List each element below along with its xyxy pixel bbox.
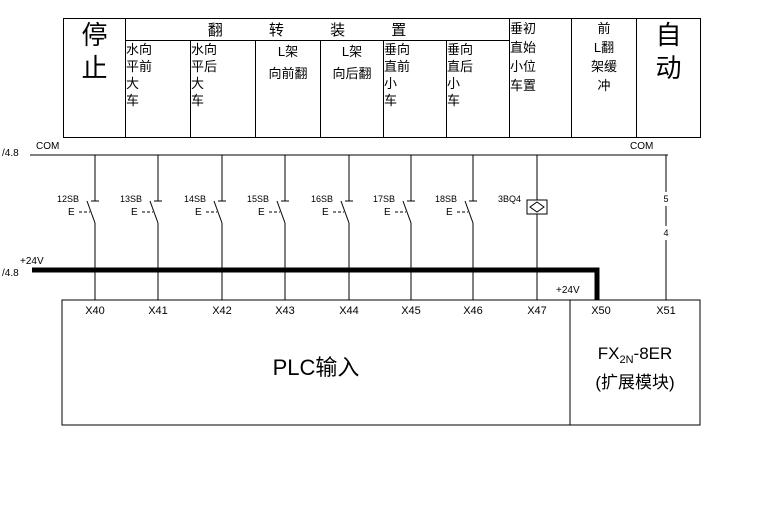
pushbutton-switch-14sb: E bbox=[195, 155, 226, 300]
pushbutton-switch-12sb: E bbox=[68, 155, 99, 300]
connector-pin-number: 5 bbox=[663, 194, 668, 204]
com-rail-label-right: COM bbox=[630, 141, 654, 152]
auto-cell: 自 动 bbox=[636, 18, 701, 138]
terminal-x50: X50 bbox=[591, 305, 611, 317]
switch-label-3bq4: 3BQ4 bbox=[497, 194, 521, 204]
pushbutton-operator-icon: E bbox=[68, 207, 75, 218]
signal-table: 停 止 翻 转 装 置 垂初 直始 小位 车置 前 L翻 架缓 冲 自 动 水向… bbox=[63, 18, 701, 138]
terminal-x40: X40 bbox=[85, 305, 105, 317]
v24-supply-line bbox=[32, 267, 600, 300]
switch-label-14sb: 14SB bbox=[183, 194, 206, 204]
sheet-ref-com: /4.8 bbox=[2, 148, 19, 159]
switch-label-13sb: 13SB bbox=[119, 194, 142, 204]
switch-label-17sb: 17SB bbox=[372, 194, 395, 204]
sheet-ref-24v: /4.8 bbox=[2, 268, 19, 279]
switch-label-18sb: 18SB bbox=[434, 194, 457, 204]
stop-label-cell: 停 止 bbox=[63, 18, 126, 138]
vert-cart-forward-cell: 垂向 直前 小 车 bbox=[383, 40, 447, 138]
com-rail-label-left: COM bbox=[36, 141, 60, 152]
pushbutton-switch-13sb: E bbox=[131, 155, 162, 300]
terminal-x43: X43 bbox=[275, 305, 295, 317]
connector-pin-icon bbox=[659, 192, 673, 206]
fx-module-title: FX2N-8ER bbox=[570, 344, 700, 366]
plc-input-title: PLC输入 bbox=[272, 355, 360, 380]
v24-label-left: +24V bbox=[20, 256, 44, 267]
pushbutton-operator-icon: E bbox=[195, 207, 202, 218]
pushbutton-switch-18sb: E bbox=[446, 155, 477, 300]
proximity-switch-3bq4 bbox=[526, 155, 548, 300]
connector-pin-branch: 5 4 bbox=[659, 155, 673, 300]
v24-label-right: +24V bbox=[556, 285, 580, 296]
connector-pin-icon bbox=[659, 226, 673, 240]
horiz-cart-forward-cell: 水向 平前 大 车 bbox=[125, 40, 191, 138]
terminal-x47: X47 bbox=[527, 305, 547, 317]
switch-label-15sb: 15SB bbox=[246, 194, 269, 204]
pushbutton-switch-17sb: E bbox=[384, 155, 415, 300]
terminal-x46: X46 bbox=[463, 305, 483, 317]
terminal-x51: X51 bbox=[656, 305, 676, 317]
switch-label-16sb: 16SB bbox=[310, 194, 333, 204]
pushbutton-operator-icon: E bbox=[446, 207, 453, 218]
pushbutton-switch-15sb: E bbox=[258, 155, 289, 300]
l-frame-back-cell: L架 向后翻 bbox=[320, 40, 384, 138]
fx-prefix: FX bbox=[597, 344, 620, 363]
fx-suffix: -8ER bbox=[633, 344, 673, 363]
horiz-cart-back-cell: 水向 平后 大 车 bbox=[190, 40, 256, 138]
vert-cart-back-cell: 垂向 直后 小 车 bbox=[446, 40, 510, 138]
l-frame-buffer-cell: 前 L翻 架缓 冲 bbox=[571, 18, 637, 138]
pushbutton-switch-16sb: E bbox=[322, 155, 353, 300]
l-frame-forward-cell: L架 向前翻 bbox=[255, 40, 321, 138]
connector-pin-number: 4 bbox=[663, 228, 668, 238]
terminal-x41: X41 bbox=[148, 305, 168, 317]
terminal-x45: X45 bbox=[401, 305, 421, 317]
fx-expansion-box bbox=[569, 299, 701, 426]
pushbutton-operator-icon: E bbox=[258, 207, 265, 218]
terminal-x42: X42 bbox=[212, 305, 232, 317]
vert-cart-init-pos-cell: 垂初 直始 小位 车置 bbox=[509, 18, 572, 138]
pushbutton-operator-icon: E bbox=[131, 207, 138, 218]
terminal-x44: X44 bbox=[339, 305, 359, 317]
pushbutton-operator-icon: E bbox=[384, 207, 391, 218]
switch-label-12sb: 12SB bbox=[56, 194, 79, 204]
pushbutton-operator-icon: E bbox=[322, 207, 329, 218]
fx-subscript: 2N bbox=[619, 354, 634, 366]
fx-module-subtitle: (扩展模块) bbox=[595, 373, 675, 392]
